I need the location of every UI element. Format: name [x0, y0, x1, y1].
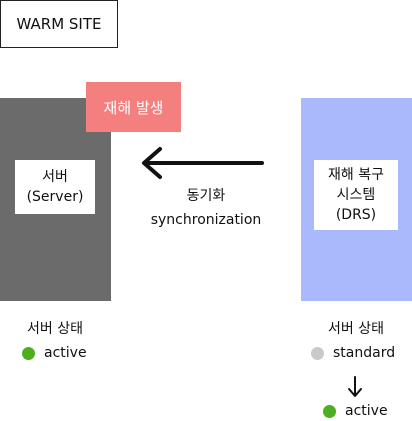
drs-status-before: standard — [311, 344, 395, 362]
disaster-label: 재해 발생 — [103, 98, 164, 117]
drs-status-after-value: active — [345, 403, 388, 419]
sync-label-korean: 동기화 — [186, 188, 226, 204]
server-status-heading: 서버 상태 — [27, 321, 83, 337]
sync-label: 동기화 synchronization — [140, 184, 272, 232]
site-type-title: WARM SITE — [0, 0, 118, 48]
drs-status-heading: 서버 상태 — [328, 321, 384, 337]
drs-status-before-value: standard — [333, 345, 396, 361]
active-status-dot-icon — [323, 404, 336, 418]
sync-arrow-left-icon — [142, 147, 264, 179]
drs-name-line2: 시스템 — [336, 187, 376, 203]
server-name-english: (Server) — [26, 189, 84, 205]
active-status-dot-icon — [22, 346, 35, 360]
server-status-value: active — [44, 345, 87, 361]
drs-name-box: 재해 복구 시스템 (DRS) — [314, 160, 398, 230]
site-type-label: WARM SITE — [16, 15, 102, 33]
drs-status-after: active — [323, 402, 388, 420]
sync-label-english: synchronization — [150, 212, 262, 228]
server-name-korean: 서버 — [42, 169, 68, 185]
server-name-box: 서버 (Server) — [15, 160, 95, 214]
server-status: active — [22, 344, 87, 362]
disaster-badge: 재해 발생 — [86, 82, 181, 132]
drs-name-line3: (DRS) — [335, 207, 377, 223]
arrow-down-icon — [348, 376, 362, 397]
drs-name-line1: 재해 복구 — [328, 167, 384, 183]
standby-status-dot-icon — [311, 346, 324, 360]
